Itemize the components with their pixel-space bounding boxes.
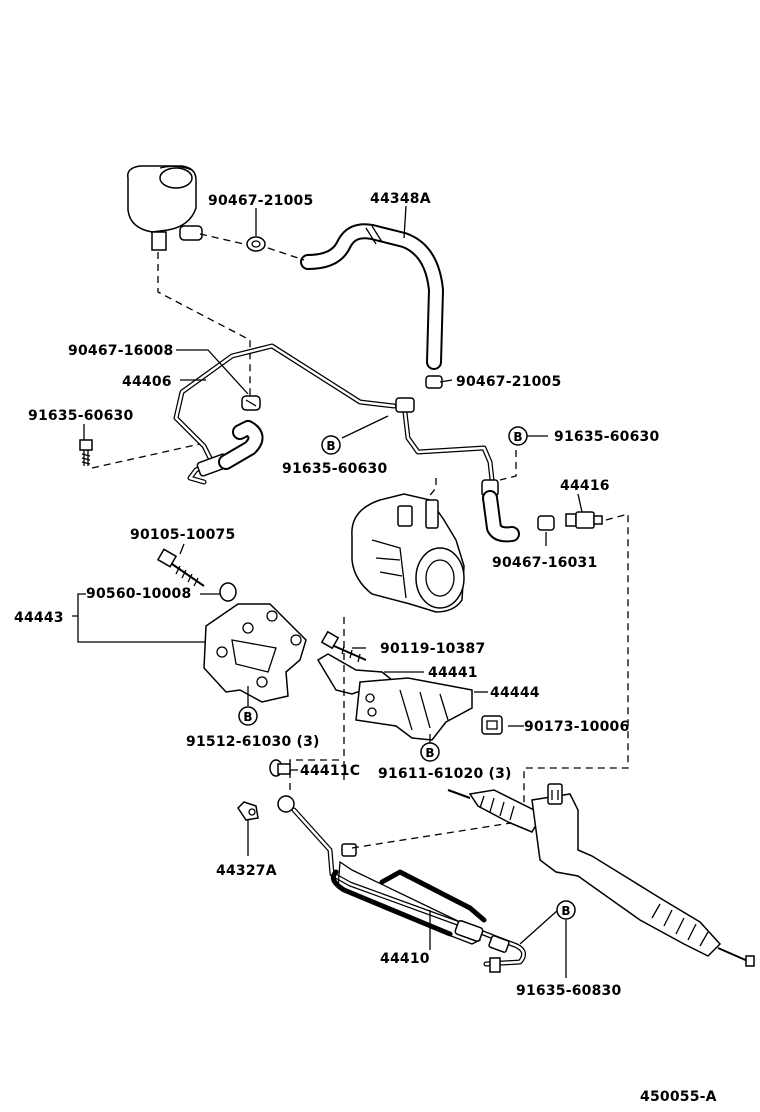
label-44444: 44444 xyxy=(490,685,540,701)
b-marker-hose: B xyxy=(556,900,576,920)
label-44416: 44416 xyxy=(560,478,610,494)
bracket-44444 xyxy=(355,677,473,741)
label-bolt-mid: 91635-60630 xyxy=(282,461,387,477)
label-bolt-lower-b: 91611-61020 (3) xyxy=(378,766,512,782)
label-clip-lower-right: 90467-16031 xyxy=(492,555,597,571)
label-collar: 90560-10008 xyxy=(86,586,191,602)
svg-text:B: B xyxy=(243,710,252,724)
steering-gear xyxy=(447,783,755,967)
clamp-44327a xyxy=(237,801,259,821)
label-bolt-right: 91635-60630 xyxy=(554,429,659,445)
label-bolt-pump: 90119-10387 xyxy=(380,641,485,657)
label-44406: 44406 xyxy=(122,374,172,390)
bracket-44443 xyxy=(203,603,307,703)
sensor-44416 xyxy=(565,511,603,529)
nut xyxy=(481,715,503,735)
bolt-pump xyxy=(320,630,367,663)
reservoir-tank xyxy=(127,165,203,251)
label-bolt-bracket-b: 91512-61030 (3) xyxy=(186,734,320,750)
bolt-left xyxy=(79,439,93,466)
upper-hose xyxy=(300,223,444,370)
svg-text:B: B xyxy=(513,430,522,444)
label-bolt-bracket: 90105-10075 xyxy=(130,527,235,543)
label-bolt-hose: 91635-60830 xyxy=(516,983,621,999)
label-44327a: 44327A xyxy=(216,863,277,879)
clip-right xyxy=(425,375,443,389)
clip-upper xyxy=(246,236,266,252)
b-marker-lower: B xyxy=(420,742,440,762)
pressure-tube-right xyxy=(395,397,520,543)
clip-left xyxy=(241,395,261,411)
label-nut: 90173-10006 xyxy=(524,719,629,735)
clip-lower-right xyxy=(537,515,555,531)
bolt-bracket xyxy=(156,548,205,587)
label-clip-right: 90467-21005 xyxy=(456,374,561,390)
label-44348a: 44348A xyxy=(370,191,431,207)
svg-text:B: B xyxy=(326,439,335,453)
union-44411c xyxy=(269,759,291,777)
label-44411c: 44411C xyxy=(300,763,360,779)
label-44410: 44410 xyxy=(380,951,430,967)
return-tube xyxy=(173,343,397,485)
b-marker-bracket: B xyxy=(238,706,258,726)
figure-id: 450055-A xyxy=(640,1089,717,1105)
label-clip-upper: 90467-21005 xyxy=(208,193,313,209)
label-44441: 44441 xyxy=(428,665,478,681)
label-44443: 44443 xyxy=(14,610,64,626)
leader-lines xyxy=(72,205,583,978)
collar xyxy=(219,582,237,602)
pressure-hose xyxy=(277,795,527,973)
b-marker-mid: B xyxy=(321,435,341,455)
b-marker-right: B xyxy=(508,426,528,446)
label-clip-left: 90467-16008 xyxy=(68,343,173,359)
label-bolt-left: 91635-60630 xyxy=(28,408,133,424)
svg-text:B: B xyxy=(425,746,434,760)
svg-text:B: B xyxy=(561,904,570,918)
power-steering-pump xyxy=(351,493,465,613)
